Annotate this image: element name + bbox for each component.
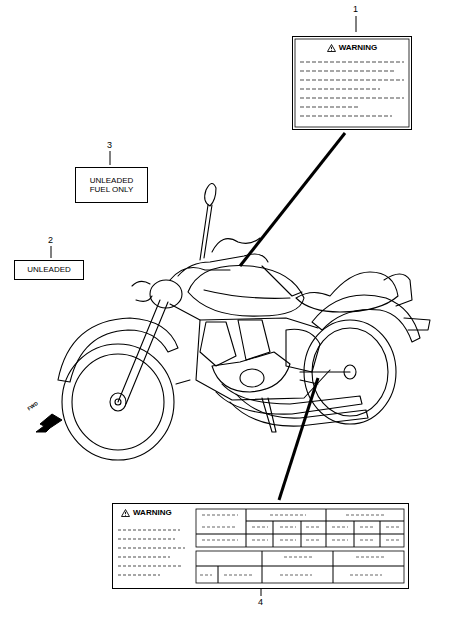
callout-number: 2 bbox=[47, 236, 54, 245]
fuel-label: UNLEADED FUEL ONLY bbox=[75, 167, 148, 203]
warning-header: WARNING bbox=[293, 37, 411, 52]
label-text: UNLEADED FUEL ONLY bbox=[76, 173, 147, 197]
callout-number: 3 bbox=[106, 141, 113, 150]
callout-number: 1 bbox=[352, 5, 359, 14]
forward-mark: FWD bbox=[26, 400, 40, 412]
warning-title: WARNING bbox=[339, 43, 378, 52]
warning-label: WARNING bbox=[112, 503, 409, 589]
label-text: UNLEADED bbox=[23, 262, 75, 277]
warning-header: WARNING bbox=[113, 504, 408, 517]
warning-title: WARNING bbox=[133, 508, 172, 517]
warning-triangle bbox=[121, 509, 130, 517]
fuel-label: UNLEADED bbox=[14, 260, 84, 280]
callout-number: 4 bbox=[257, 598, 264, 607]
warning-label: WARNING bbox=[292, 36, 412, 130]
warning-triangle bbox=[327, 44, 336, 52]
